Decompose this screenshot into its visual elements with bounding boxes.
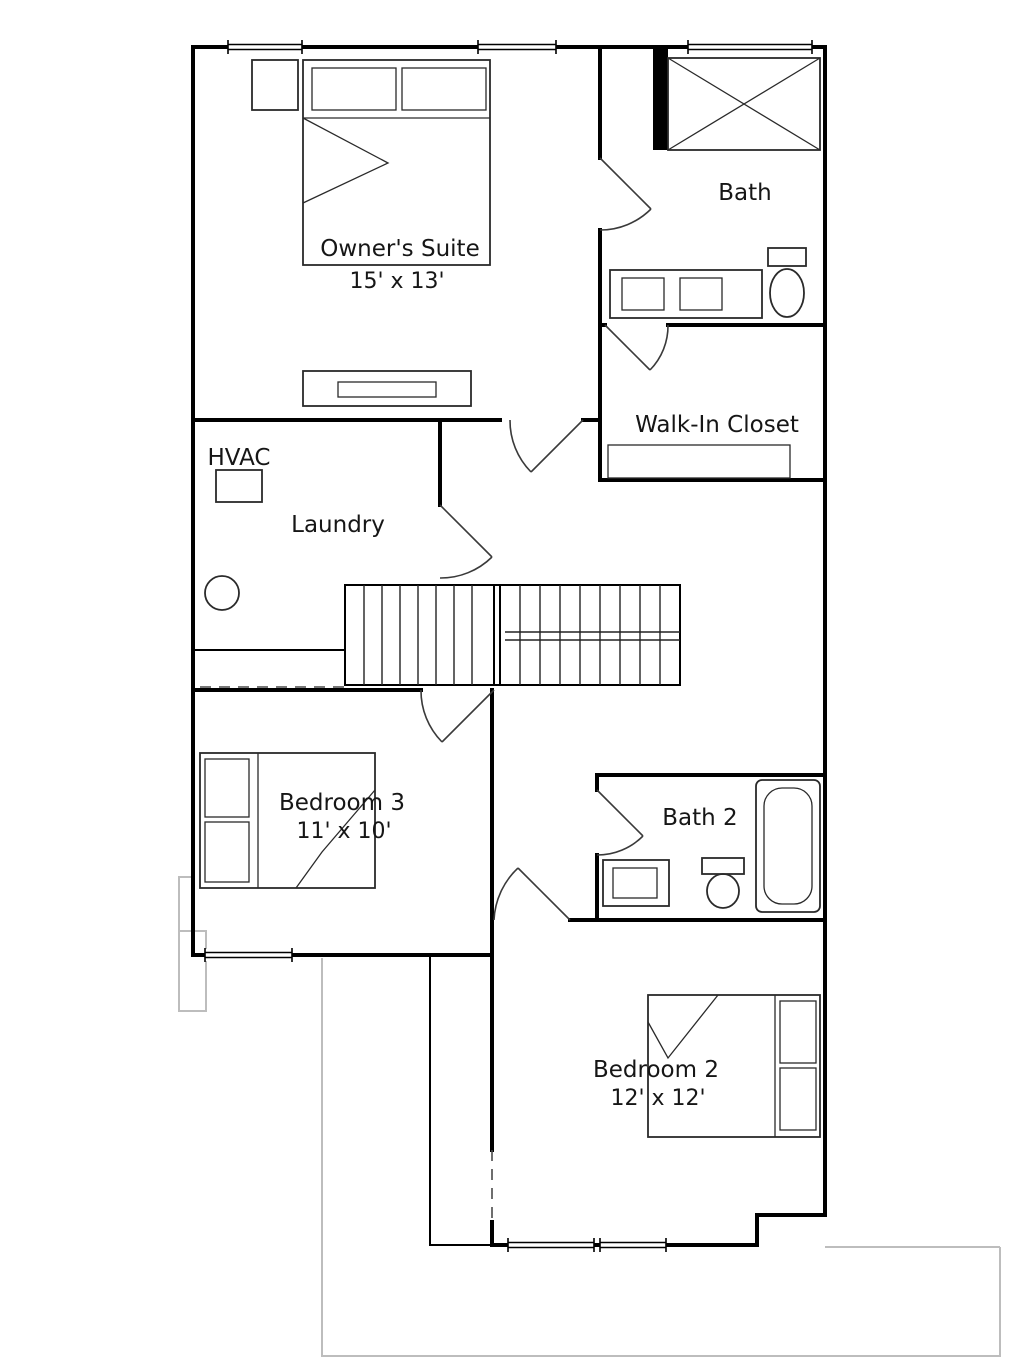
door-bath (599, 157, 652, 231)
stair-rail (505, 631, 680, 641)
label-bedroom2: Bedroom 2 (593, 1057, 719, 1083)
pillow (401, 67, 487, 111)
exterior-walls (191, 45, 827, 1247)
dims-bedroom2: 12' x 12' (610, 1086, 705, 1111)
door-owners-suite (509, 419, 584, 473)
dims-owners-suite: 15' x 13' (349, 269, 444, 294)
room-labels: Bath Owner's Suite 15' x 13' Walk-In Clo… (208, 180, 799, 1111)
owners-suite-furniture (251, 59, 491, 407)
sink (612, 867, 658, 899)
vanity (609, 269, 763, 319)
hvac-unit (215, 469, 263, 503)
sink (679, 277, 723, 311)
label-bath2: Bath 2 (662, 805, 737, 831)
label-hvac: HVAC (208, 445, 271, 471)
hall-lines (192, 649, 493, 1222)
closet-shelf (607, 444, 791, 479)
door-bedroom3 (420, 689, 495, 743)
washer (204, 575, 240, 611)
door-walk-in-closet (604, 324, 669, 371)
window (227, 40, 303, 54)
wall-pier (653, 47, 668, 150)
toilet (701, 857, 745, 909)
door-bath2 (596, 789, 644, 856)
pillow (204, 758, 250, 818)
window (507, 1238, 595, 1252)
dresser (302, 370, 472, 407)
window (204, 948, 293, 962)
window (687, 40, 813, 54)
bed-owners-suite (302, 59, 491, 266)
pillow (779, 1067, 817, 1131)
bed-bedroom3 (199, 752, 376, 889)
windows (204, 40, 813, 1252)
label-bedroom3: Bedroom 3 (279, 790, 405, 816)
window (599, 1238, 667, 1252)
bath-fixtures (609, 57, 821, 319)
bed-bedroom2 (647, 994, 821, 1138)
blanket-fold (295, 789, 376, 889)
bedroom3-furniture (199, 752, 376, 889)
window (477, 40, 557, 54)
pillow (311, 67, 397, 111)
interior-walls (191, 45, 827, 1246)
shower (667, 57, 821, 151)
bedroom2-furniture (647, 994, 821, 1138)
label-walk-in-closet: Walk-In Closet (635, 412, 799, 438)
blanket-fold (302, 117, 390, 204)
staircase (344, 584, 681, 686)
pillow (779, 1000, 817, 1064)
bath2-fixtures (602, 779, 821, 913)
label-laundry: Laundry (291, 512, 385, 538)
bathtub (755, 779, 821, 913)
dims-bedroom3: 11' x 10' (296, 819, 391, 844)
door-bedroom2 (493, 867, 571, 921)
pillow (204, 821, 250, 883)
sink (621, 277, 665, 311)
toilet (767, 247, 807, 318)
nightstand (251, 59, 299, 111)
roof-outline (178, 876, 1001, 1357)
vanity (602, 859, 670, 907)
door-laundry (439, 504, 493, 579)
blanket-fold (647, 994, 719, 1060)
label-owners-suite: Owner's Suite (320, 236, 479, 262)
doors (420, 157, 669, 921)
label-bath: Bath (718, 180, 771, 206)
laundry-fixtures (204, 469, 263, 611)
